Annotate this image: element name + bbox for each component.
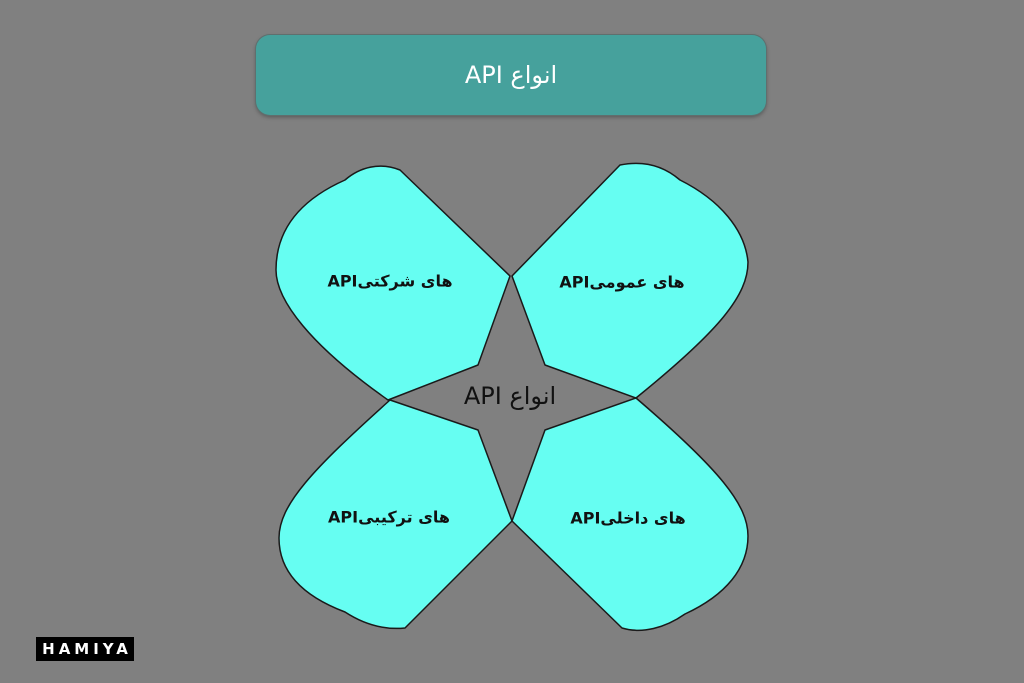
title-banner: انواع API [256,35,766,115]
page-title: انواع API [464,61,558,89]
brand-logo-text: HAMIYA [42,640,132,658]
petal-composite-label: APIهای ترکیبی [328,507,450,527]
diagram-center-label: انواع API [463,382,557,410]
brand-logo: HAMIYA [36,637,134,661]
petal-corporate-shape [275,165,511,401]
petal-internal-label: APIهای داخلی [570,508,686,528]
petal-internal-shape [511,397,749,632]
petal-public-shape [511,162,749,399]
petal-composite-shape [278,399,513,630]
petal-corporate-label: APIهای شرکتی [327,271,453,291]
petal-public-label: APIهای عمومی [559,272,685,292]
